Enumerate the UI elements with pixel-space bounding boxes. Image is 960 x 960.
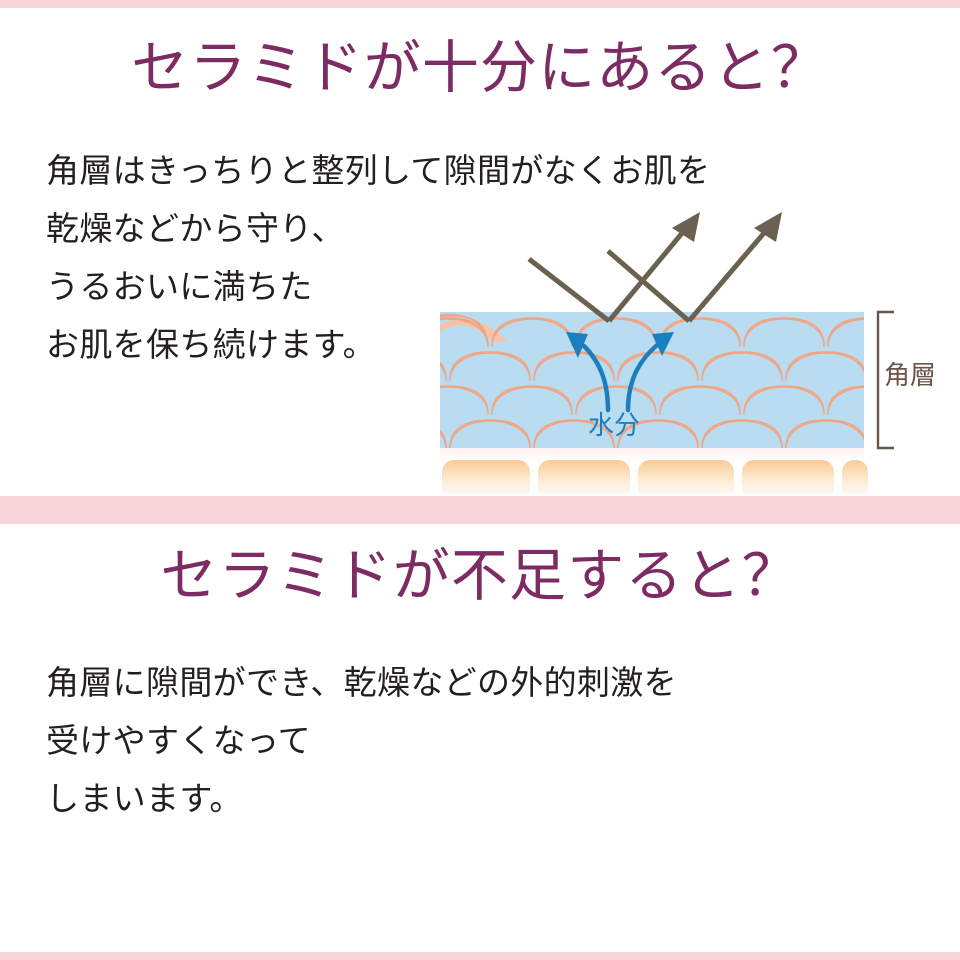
- panel-2-body-line-3: しまいます。: [46, 780, 243, 817]
- panel-1-body-line-3: うるおいに満ちた: [46, 268, 313, 305]
- bottom-accent-band: [0, 952, 960, 960]
- cell-row-3-group: [440, 385, 864, 415]
- skin-diagram-healthy: .cell { fill: #f8c2a6; stroke: #efa585; …: [432, 194, 902, 494]
- section-divider-band: [0, 496, 960, 524]
- cell-row-1: [440, 313, 487, 341]
- panel-2-body-line-2: 受けやすくなって: [46, 722, 311, 759]
- stratum-bracket-1: [876, 310, 894, 450]
- panel-ceramide-deficient: セラミドが不足すると？ 角層に隙間ができ、乾燥などの外的刺激を 受けやすくなって…: [0, 524, 960, 952]
- panel-ceramide-sufficient: セラミドが十分にあると？ 角層はきっちりと整列して隙間がなくお肌を 乾燥などから…: [0, 8, 960, 496]
- external-stimulus-arrow-1: [527, 212, 700, 323]
- cell-row-4-group: [440, 419, 864, 448]
- external-stimulus-arrow-2: [606, 212, 782, 323]
- panel-2-body-line-1: 角層に隙間ができ、乾燥などの外的刺激を: [46, 664, 677, 701]
- panel-1-body-line-2: 乾燥などから守り、: [46, 210, 345, 247]
- basal-cell-layer: [440, 448, 868, 494]
- panel-1-heading: セラミドが十分にあると？: [131, 37, 829, 100]
- panel-2-body: 角層に隙間ができ、乾燥などの外的刺激を 受けやすくなって しまいます。: [46, 654, 677, 828]
- moisture-arrow-right: [625, 332, 674, 413]
- panel-2-heading: セラミドが不足すると？: [160, 545, 800, 608]
- stratum-corneum-label-1: 角層: [884, 360, 937, 390]
- panel-1-body-line-1: 角層はきっちりと整列して隙間がなくお肌を: [46, 152, 711, 189]
- cell-row-2-group: [440, 351, 864, 381]
- panel-1-body-line-4: お肌を保ち続けます。: [46, 326, 376, 363]
- corneocyte-cells: [440, 313, 508, 342]
- moisture-arrow-left: [566, 332, 611, 413]
- panel-1-body: 角層はきっちりと整列して隙間がなくお肌を 乾燥などから守り、 うるおいに満ちた …: [46, 142, 710, 374]
- moisture-label-1: 水分: [588, 410, 640, 440]
- top-accent-band: [0, 0, 960, 8]
